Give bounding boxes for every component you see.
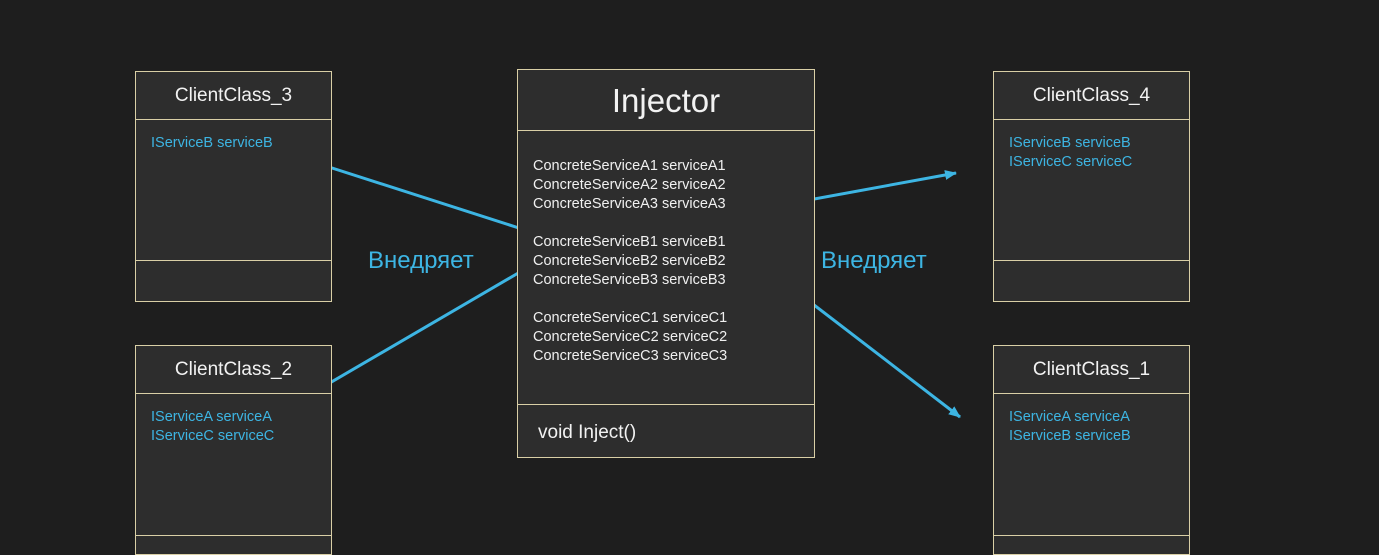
field: IServiceB serviceB <box>151 135 273 151</box>
field: IServiceB serviceB <box>1009 135 1131 151</box>
arrow-to-client3 <box>303 157 523 231</box>
diagram: ClientClass_3 IServiceB serviceB ClientC… <box>135 69 1190 555</box>
class-header: ClientClass_3 <box>136 72 331 120</box>
methods-section <box>994 260 1189 301</box>
service-field: ConcreteServiceB1 serviceB1 <box>533 234 726 250</box>
client-class-1: ClientClass_1 IServiceA serviceA IServic… <box>993 345 1190 555</box>
methods-section <box>136 535 331 555</box>
fields-section: IServiceA serviceA IServiceC serviceC <box>136 408 331 446</box>
injector-class: Injector ConcreteServiceA1 serviceA1 Con… <box>517 69 815 458</box>
client-class-2: ClientClass_2 IServiceA serviceA IServic… <box>135 345 332 555</box>
service-field: ConcreteServiceC3 serviceC3 <box>533 348 728 364</box>
class-title: ClientClass_1 <box>1032 359 1151 380</box>
class-header: ClientClass_2 <box>136 346 331 394</box>
fields-section: IServiceB serviceB IServiceC serviceC <box>994 134 1189 172</box>
class-title: ClientClass_4 <box>1032 85 1151 106</box>
fields-section: IServiceB serviceB <box>136 134 331 153</box>
field: IServiceA serviceA <box>1009 409 1130 425</box>
service-field: ConcreteServiceC2 serviceC2 <box>533 329 728 345</box>
service-field: ConcreteServiceA1 serviceA1 <box>533 158 726 174</box>
service-field: ConcreteServiceC1 serviceC1 <box>533 310 728 326</box>
client-class-3: ClientClass_3 IServiceB serviceB <box>135 71 332 302</box>
service-field: ConcreteServiceA2 serviceA2 <box>533 177 726 193</box>
class-header: Injector <box>518 70 814 131</box>
fields-section: IServiceA serviceA IServiceB serviceB <box>994 408 1189 446</box>
field: IServiceA serviceA <box>151 409 272 425</box>
methods-section <box>994 535 1189 555</box>
class-header: ClientClass_1 <box>994 346 1189 394</box>
methods-section: void Inject() <box>518 404 814 457</box>
class-title: Injector <box>611 82 721 119</box>
field: IServiceB serviceB <box>1009 428 1131 444</box>
class-title: ClientClass_2 <box>174 359 293 380</box>
injects-label-left: Внедряет <box>368 247 474 274</box>
class-title: ClientClass_3 <box>174 85 293 106</box>
method-inject: void Inject() <box>538 422 637 443</box>
service-field: ConcreteServiceA3 serviceA3 <box>533 196 726 212</box>
injects-label-right: Внедряет <box>821 247 927 274</box>
field: IServiceC serviceC <box>151 428 275 444</box>
service-field: ConcreteServiceB3 serviceB3 <box>533 272 726 288</box>
client-class-4: ClientClass_4 IServiceB serviceB IServic… <box>993 71 1190 302</box>
field: IServiceC serviceC <box>1009 154 1133 170</box>
fields-section: ConcreteServiceA1 serviceA1 ConcreteServ… <box>518 157 814 366</box>
methods-section <box>136 260 331 301</box>
class-header: ClientClass_4 <box>994 72 1189 120</box>
service-field: ConcreteServiceB2 serviceB2 <box>533 253 726 269</box>
